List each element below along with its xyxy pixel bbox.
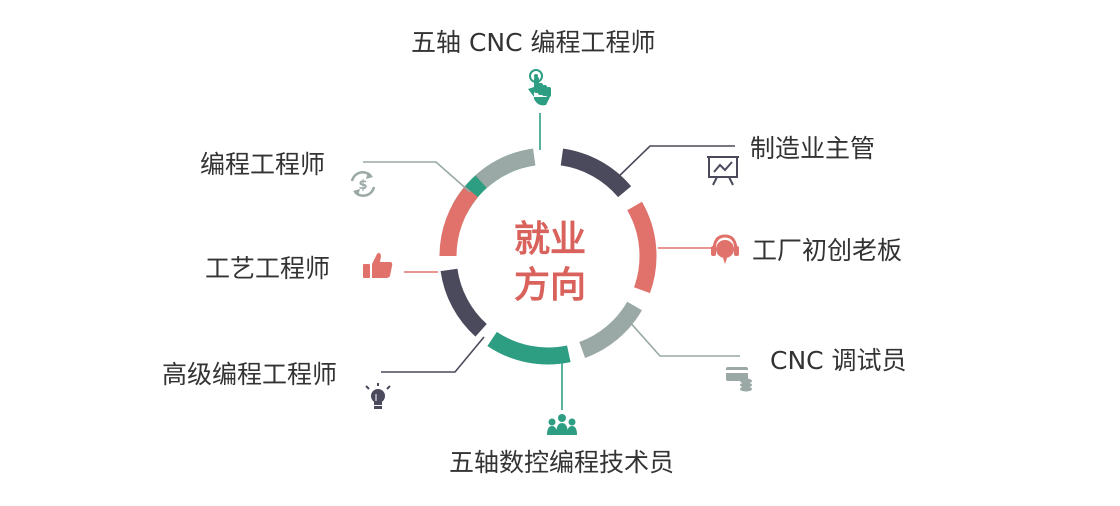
label-left3: 高级编程工程师 — [162, 360, 338, 389]
arc-segment-teal-bottom — [487, 331, 571, 365]
arc-segment-gray-right — [579, 301, 642, 358]
center-title-line2: 方向 — [513, 265, 586, 306]
pointer-hand-icon — [528, 69, 551, 106]
label-bottom: 五轴数控编程技术员 — [449, 448, 675, 477]
card-money-icon — [726, 367, 752, 392]
arc-segment-dark-bottom-left — [440, 268, 487, 337]
headset-icon — [711, 234, 739, 264]
connectors — [363, 113, 740, 410]
ring — [439, 148, 657, 365]
connector-right3 — [627, 319, 740, 357]
dollar-cycle-icon: $ — [350, 171, 376, 197]
arc-segment-red-right — [627, 201, 657, 294]
thumbs-up-icon — [363, 252, 393, 278]
label-right2: 工厂初创老板 — [752, 236, 903, 265]
arc-segment-dark-top-right — [560, 148, 632, 198]
team-icon — [547, 414, 577, 435]
arc-segment-gray-left — [475, 148, 536, 189]
connector-left3 — [381, 336, 485, 373]
label-right3: CNC 调试员 — [770, 346, 907, 375]
connector-left1 — [363, 161, 471, 193]
center-title-line1: 就业 — [513, 219, 586, 260]
label-right1: 制造业主管 — [750, 134, 876, 163]
svg-text:$: $ — [358, 178, 367, 193]
label-left2: 工艺工程师 — [205, 254, 331, 283]
arc-segment-red-left — [439, 186, 479, 257]
connector-right1 — [611, 145, 735, 184]
label-top: 五轴 CNC 编程工程师 — [411, 28, 656, 57]
presentation-chart-icon — [707, 156, 739, 186]
label-left1: 编程工程师 — [200, 150, 326, 179]
lightbulb-icon — [365, 383, 391, 409]
